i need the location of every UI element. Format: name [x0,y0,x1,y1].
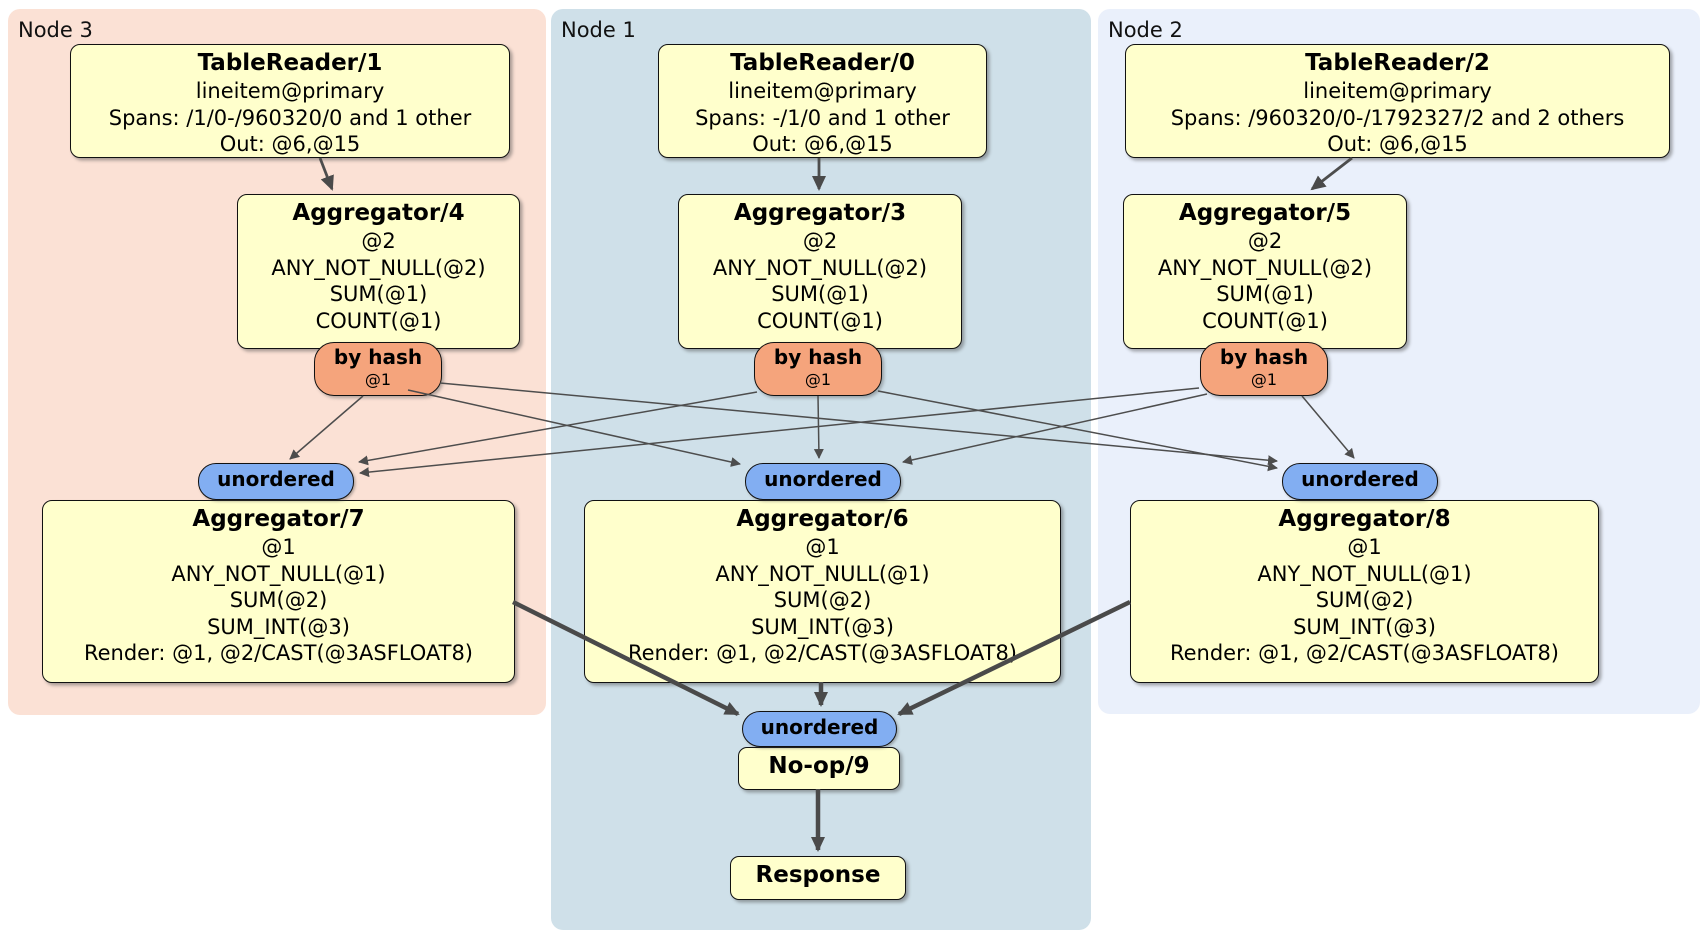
processor-tablereader-0: TableReader/0 lineitem@primary Spans: -/… [658,44,987,158]
processor-detail-line: COUNT(@1) [315,308,442,333]
processor-detail-line: Spans: /960320/0-/1792327/2 and 2 others [1170,105,1625,130]
processor-detail-line: @2 [1247,229,1283,253]
processor-detail-line: Out: @6,@15 [219,132,361,156]
processor-title: Aggregator/7 [192,506,365,532]
region-node2-label: Node 2 [1108,18,1183,42]
processor-tablereader-2: TableReader/2 lineitem@primary Spans: /9… [1125,44,1670,158]
processor-detail-line: ANY_NOT_NULL(@2) [271,255,486,280]
processor-title: Aggregator/6 [736,506,909,532]
processor-detail-line: ANY_NOT_NULL(@1) [171,561,386,586]
stream-unordered-node2: unordered [1282,463,1438,500]
router-detail: @1 [804,370,832,389]
processor-detail-line: Out: @6,@15 [752,132,893,156]
router-label: by hash [773,345,863,369]
processor-aggregator-4: Aggregator/4 @2 ANY_NOT_NULL(@2) SUM(@1)… [237,194,520,349]
stream-label: unordered [217,467,335,491]
processor-detail-line: SUM(@2) [773,588,872,612]
processor-aggregator-6: Aggregator/6 @1 ANY_NOT_NULL(@1) SUM(@2)… [584,500,1061,683]
processor-title: TableReader/0 [730,50,915,76]
processor-detail-line: COUNT(@1) [757,308,883,333]
processor-detail-line: @1 [805,535,840,559]
processor-title: Aggregator/4 [292,200,465,226]
router-by-hash-5: by hash @1 [1200,342,1328,396]
processor-title: TableReader/2 [1305,50,1490,76]
processor-detail-line: lineitem@primary [1303,79,1492,103]
processor-detail-line: Render: @1, @2/CAST(@3ASFLOAT8) [627,641,1018,665]
processor-aggregator-8: Aggregator/8 @1 ANY_NOT_NULL(@1) SUM(@2)… [1130,500,1599,683]
processor-detail-line: lineitem@primary [728,79,917,103]
processor-aggregator-3: Aggregator/3 @2 ANY_NOT_NULL(@2) SUM(@1)… [678,194,962,349]
router-by-hash-4: by hash @1 [314,342,442,396]
router-by-hash-3: by hash @1 [754,342,882,396]
processor-title: Aggregator/5 [1178,200,1352,226]
region-node3-label: Node 3 [18,18,93,42]
processor-detail-line: SUM(@1) [329,282,428,306]
processor-detail-line: SUM_INT(@3) [751,614,894,639]
processor-detail-line: Spans: /1/0-/960320/0 and 1 other [108,105,472,130]
processor-detail-line: SUM(@2) [1315,588,1414,612]
processor-aggregator-7: Aggregator/7 @1 ANY_NOT_NULL(@1) SUM(@2)… [42,500,515,683]
processor-tablereader-1: TableReader/1 lineitem@primary Spans: /1… [70,44,510,158]
stream-unordered-node1: unordered [745,463,901,500]
processor-detail-line: Out: @6,@15 [1327,132,1468,156]
processor-detail-line: SUM(@2) [229,588,328,612]
processor-title: No-op/9 [768,753,870,779]
stream-label: unordered [764,467,882,491]
router-label: by hash [333,345,423,369]
processor-detail-line: @2 [802,229,838,253]
processor-detail-line: Render: @1, @2/CAST(@3ASFLOAT8) [83,641,474,665]
processor-aggregator-5: Aggregator/5 @2 ANY_NOT_NULL(@2) SUM(@1)… [1123,194,1407,349]
router-label: by hash [1219,345,1309,369]
stream-label: unordered [760,715,879,739]
processor-detail-line: SUM_INT(@3) [1293,614,1436,639]
router-detail: @1 [364,370,392,389]
processor-title: Aggregator/8 [1278,506,1451,532]
processor-detail-line: @2 [361,229,396,253]
processor-title: Aggregator/3 [733,200,907,226]
processor-detail-line: COUNT(@1) [1202,308,1328,333]
processor-detail-line: lineitem@primary [195,79,385,103]
processor-title: Response [755,862,881,888]
region-node1-label: Node 1 [561,18,636,42]
stream-label: unordered [1301,467,1419,491]
processor-detail-line: SUM(@1) [1216,282,1314,306]
processor-detail-line: ANY_NOT_NULL(@1) [715,561,930,586]
processor-detail-line: ANY_NOT_NULL(@2) [712,255,928,280]
response-node: Response [730,856,906,900]
router-detail: @1 [1250,370,1278,389]
processor-detail-line: @1 [1347,535,1382,559]
stream-unordered-node3: unordered [198,463,354,500]
processor-detail-line: Spans: -/1/0 and 1 other [695,105,950,130]
stream-unordered-final: unordered [742,711,897,747]
processor-detail-line: SUM(@1) [771,282,869,306]
processor-detail-line: @1 [261,535,296,559]
processor-detail-line: SUM_INT(@3) [207,614,350,639]
processor-noop-9: No-op/9 [738,747,900,790]
processor-detail-line: Render: @1, @2/CAST(@3ASFLOAT8) [1169,641,1560,665]
processor-detail-line: ANY_NOT_NULL(@2) [1157,255,1373,280]
processor-detail-line: ANY_NOT_NULL(@1) [1257,561,1472,586]
processor-title: TableReader/1 [197,50,383,76]
